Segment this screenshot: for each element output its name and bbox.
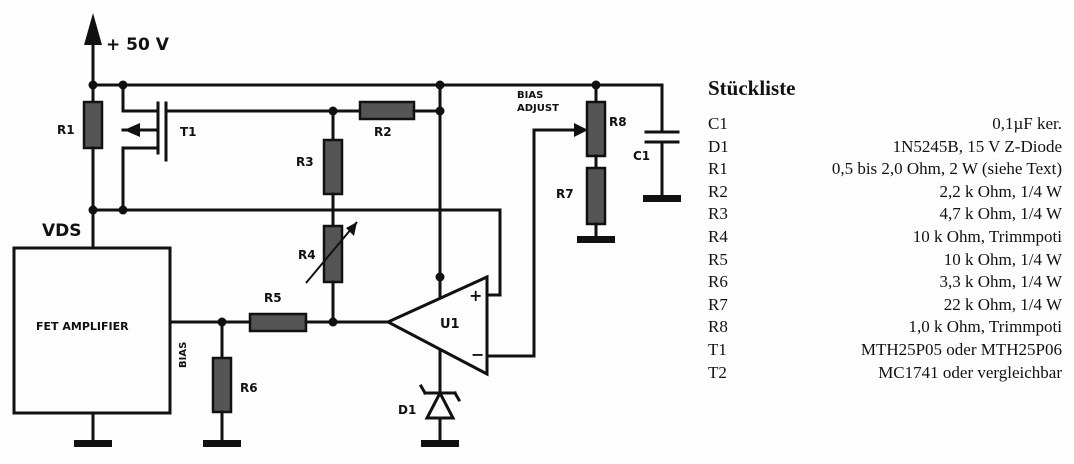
circuit-schematic: + 50 V R1 T1 R2 R3 R4 VDS	[12, 13, 681, 447]
parts-row: R3 4,7 k Ohm, 1/4 W	[706, 203, 1062, 226]
ground-symbol	[421, 440, 459, 447]
junction-dot	[118, 205, 128, 215]
parts-row: R4 10 k Ohm, Trimmpoti	[706, 226, 1062, 249]
label-r2: R2	[374, 125, 392, 139]
parts-list-title: Stückliste	[708, 76, 796, 100]
resistor-r3	[322, 138, 344, 196]
resistor-r6	[211, 356, 233, 414]
part-value: 0,5 bis 2,0 Ohm, 2 W (siehe Text)	[831, 159, 1062, 179]
label-d1: D1	[398, 403, 416, 417]
label-r7: R7	[556, 187, 574, 201]
part-value: 4,7 k Ohm, 1/4 W	[939, 204, 1062, 224]
ground-symbol	[643, 195, 681, 202]
ground-symbol	[203, 440, 241, 447]
part-value: 0,1µF ker.	[992, 114, 1062, 133]
part-ref: R4	[708, 226, 728, 246]
parts-row: D1 1N5245B, 15 V Z-Diode	[706, 136, 1062, 159]
parts-row: T2 MC1741 oder vergleichbar	[706, 362, 1062, 385]
resistor-r5	[248, 312, 308, 333]
part-ref: R6	[708, 272, 728, 292]
trimmer-r4	[322, 224, 344, 284]
junction-dot	[328, 317, 338, 327]
opamp-u1	[384, 274, 489, 377]
capacitor-c1	[644, 83, 680, 197]
supply-voltage-label: + 50 V	[106, 35, 170, 55]
resistor-r2	[358, 100, 416, 121]
parts-row: C1 0,1µF ker.	[706, 113, 1062, 136]
label-r3: R3	[296, 155, 314, 169]
part-ref: R7	[708, 294, 728, 314]
part-ref: R3	[708, 204, 728, 224]
parts-row: R1 0,5 bis 2,0 Ohm, 2 W (siehe Text)	[706, 158, 1062, 181]
part-ref: R8	[708, 317, 728, 337]
parts-row: R7 22 k Ohm, 1/4 W	[706, 294, 1062, 317]
label-r4: R4	[298, 248, 316, 262]
supply-arrow	[84, 13, 102, 87]
ground-symbol	[74, 440, 112, 447]
bias-adjust-label-1: BIAS	[517, 90, 543, 101]
part-ref: C1	[708, 114, 728, 133]
bias-adjust-label-2: ADJUST	[517, 103, 559, 114]
part-value: 3,3 k Ohm, 1/4 W	[939, 272, 1062, 292]
parts-row: T1 MTH25P05 oder MTH25P06	[706, 339, 1062, 362]
label-c1: C1	[633, 149, 650, 163]
junction-dot	[435, 272, 445, 282]
part-ref: T2	[708, 362, 727, 382]
opamp-minus-label: −	[471, 345, 484, 364]
part-ref: R5	[708, 249, 728, 269]
parts-row: R5 10 k Ohm, 1/4 W	[706, 249, 1062, 272]
part-ref: R2	[708, 181, 728, 201]
fet-amplifier-label: FET AMPLIFIER	[36, 320, 129, 333]
resistor-r1	[82, 100, 104, 150]
opamp-plus-label: +	[469, 286, 482, 305]
part-value: 22 k Ohm, 1/4 W	[943, 294, 1062, 314]
trimmer-arrow	[305, 221, 358, 284]
part-value: MTH25P05 oder MTH25P06	[860, 339, 1062, 359]
part-value: 10 k Ohm, 1/4 W	[943, 249, 1062, 269]
label-r5: R5	[264, 291, 282, 305]
part-value: 2,2 k Ohm, 1/4 W	[939, 181, 1062, 201]
resistor-r7	[585, 166, 607, 226]
bias-label: BIAS	[178, 342, 189, 368]
zener-diode-d1	[418, 383, 462, 442]
label-r8: R8	[609, 115, 627, 129]
vds-label: VDS	[42, 221, 82, 241]
ground-symbol	[577, 236, 615, 243]
part-value: MC1741 oder vergleichbar	[878, 362, 1062, 382]
parts-row: R8 1,0 k Ohm, Trimmpoti	[706, 316, 1062, 339]
trimmer-r8	[585, 100, 607, 158]
parts-list-rows: C1 0,1µF ker. D1 1N5245B, 15 V Z-Diode R1 0…	[706, 113, 1062, 384]
transistor-t1	[121, 83, 362, 212]
part-value: 1N5245B, 15 V Z-Diode	[892, 136, 1062, 156]
junction-dot	[88, 205, 98, 215]
parts-list: Stückliste C1 0,1µF ker. D1 1N5245B, 15 V …	[706, 76, 1062, 384]
part-value: 1,0 k Ohm, Trimmpoti	[908, 317, 1062, 337]
part-ref: D1	[708, 136, 729, 156]
label-t1: T1	[180, 125, 197, 139]
part-ref: T1	[708, 339, 727, 359]
parts-row: R6 3,3 k Ohm, 1/4 W	[706, 271, 1062, 294]
parts-row: R2 2,2 k Ohm, 1/4 W	[706, 181, 1062, 204]
part-value: 10 k Ohm, Trimmpoti	[912, 226, 1062, 246]
label-u1: U1	[440, 317, 460, 332]
label-r6: R6	[240, 381, 258, 395]
part-ref: R1	[708, 159, 728, 179]
label-r1: R1	[57, 123, 75, 137]
